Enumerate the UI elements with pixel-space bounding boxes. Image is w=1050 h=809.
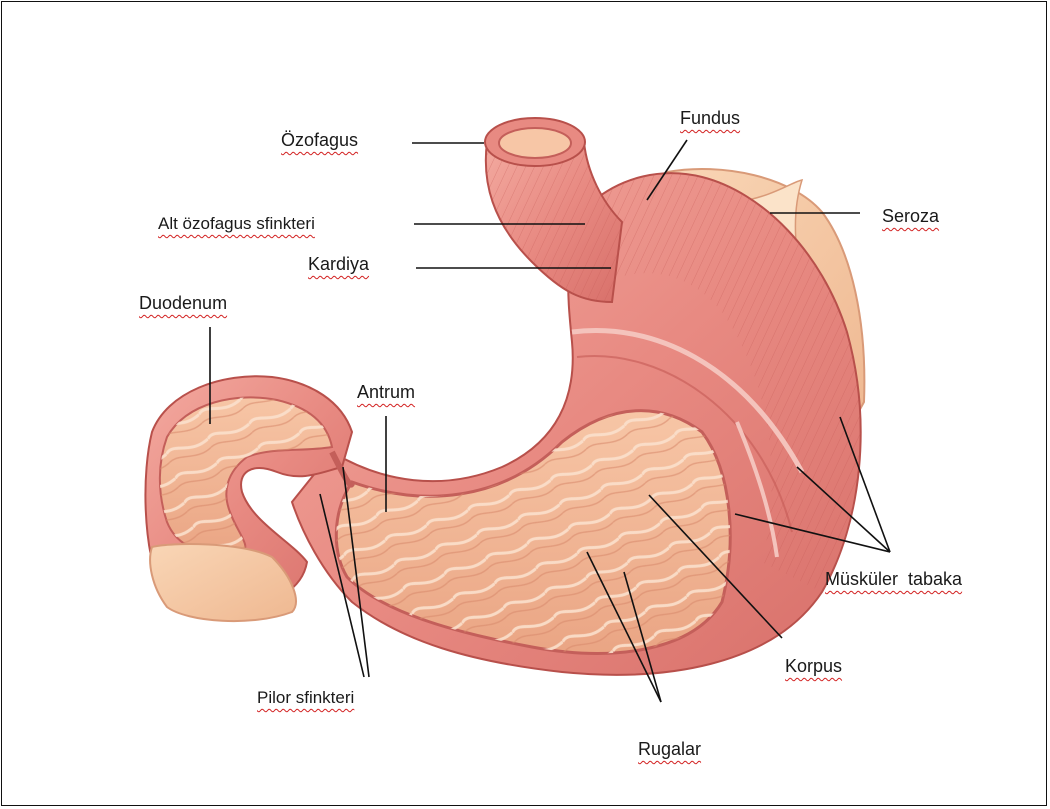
label-antrum: Antrum <box>357 383 415 401</box>
label-kardiya: Kardiya <box>308 255 369 273</box>
label-fundus: Fundus <box>680 109 740 127</box>
label-duodenum: Duodenum <box>139 294 227 312</box>
label-ozofagus: Özofagus <box>281 131 358 149</box>
label-pilor: Pilor sfinkteri <box>257 689 354 706</box>
label-alt-ozofagus: Alt özofagus sfinkteri <box>158 215 315 232</box>
label-rugalar: Rugalar <box>638 740 701 758</box>
label-seroza: Seroza <box>882 207 939 225</box>
label-muskuler: Müsküler tabaka <box>825 570 962 588</box>
esophagus <box>485 118 622 302</box>
label-korpus: Korpus <box>785 657 842 675</box>
